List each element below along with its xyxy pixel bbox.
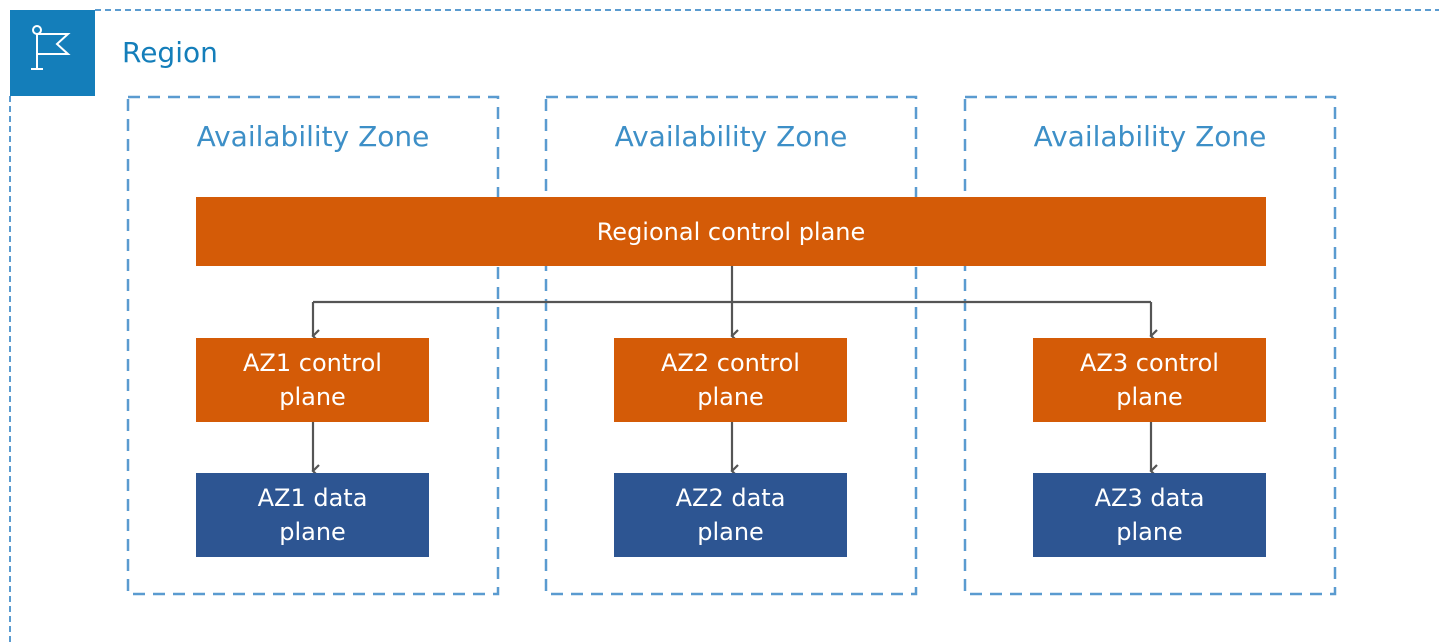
availability-zone-title-1: Availability Zone xyxy=(196,120,430,153)
az3-control-plane: AZ3 control plane xyxy=(1033,338,1266,422)
az2-control-plane-label: AZ2 control plane xyxy=(661,349,800,411)
region-title: Region xyxy=(122,36,218,69)
az1-control-plane: AZ1 control plane xyxy=(196,338,429,422)
regional-control-plane-label: Regional control plane xyxy=(596,217,866,246)
az2-control-plane: AZ2 control plane xyxy=(614,338,847,422)
availability-zone-boundary-3 xyxy=(963,95,1337,596)
az3-data-plane: AZ3 data plane xyxy=(1033,473,1266,557)
region-icon-box xyxy=(10,10,95,96)
availability-zone-boundary-1 xyxy=(126,95,500,596)
az3-control-plane-label: AZ3 control plane xyxy=(1080,349,1219,411)
availability-zone-boundary-2 xyxy=(544,95,918,596)
az2-data-plane: AZ2 data plane xyxy=(614,473,847,557)
regional-control-plane: Regional control plane xyxy=(196,197,1266,266)
availability-zone-title-3: Availability Zone xyxy=(1033,120,1267,153)
az1-data-plane-label: AZ1 data plane xyxy=(257,484,368,546)
az1-control-plane-label: AZ1 control plane xyxy=(243,349,382,411)
az3-data-plane-label: AZ3 data plane xyxy=(1094,484,1205,546)
availability-zone-title-2: Availability Zone xyxy=(614,120,848,153)
az2-data-plane-label: AZ2 data plane xyxy=(675,484,786,546)
az1-data-plane: AZ1 data plane xyxy=(196,473,429,557)
flag-icon xyxy=(31,25,71,70)
